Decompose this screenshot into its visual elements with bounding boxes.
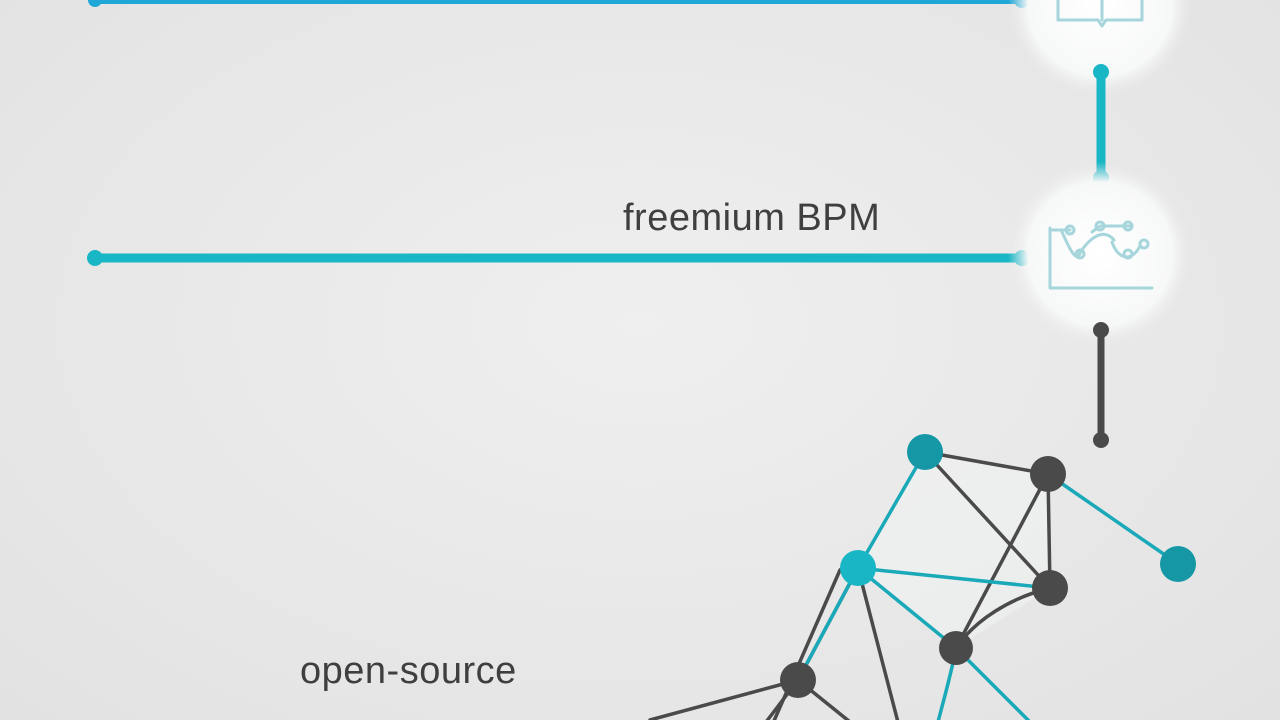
network-graph [648,434,1196,720]
timeline-bar-top [88,0,1030,8]
network-node-dark [1032,570,1068,606]
network-node-teal [840,550,876,586]
freemium-bpm-label: freemium BPM [623,197,880,239]
network-node-dark [1030,456,1066,492]
book-icon [1056,0,1144,28]
connector-dark [1093,322,1109,448]
timeline-bar-freemium [87,250,1030,266]
network-node-teal [907,434,943,470]
process-flow-icon [1048,220,1154,290]
network-node-dark [780,662,816,698]
open-source-label: open-source [300,650,517,692]
book-icon-badge [1008,0,1192,96]
process-flow-icon-badge [1008,162,1192,346]
network-node-teal [1160,546,1196,582]
network-node-dark [939,631,973,665]
